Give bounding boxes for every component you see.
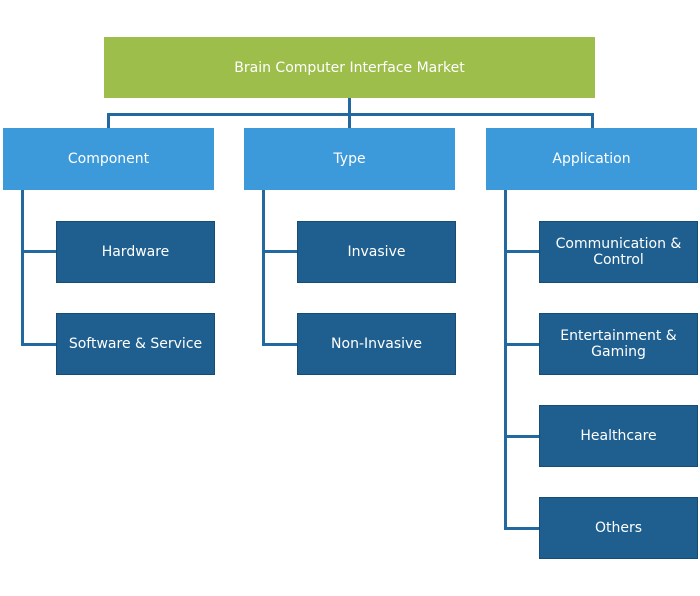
category-type: Type — [244, 128, 455, 190]
category-type-label: Type — [333, 151, 366, 167]
connector-component-trunk — [21, 190, 24, 346]
leaf-hardware-label: Hardware — [101, 244, 170, 260]
leaf-communication-control: Communication & Control — [539, 221, 698, 283]
connector-application-others — [504, 527, 540, 530]
connector-application-entertainment — [504, 343, 540, 346]
root-node-label: Brain Computer Interface Market — [234, 59, 465, 76]
connector-type-trunk — [262, 190, 265, 346]
category-component-label: Component — [67, 151, 150, 167]
connector-to-component — [107, 113, 110, 130]
root-node: Brain Computer Interface Market — [104, 37, 595, 98]
leaf-entertainment-gaming-label: Entertainment & Gaming — [560, 328, 677, 360]
leaf-healthcare-label: Healthcare — [580, 428, 657, 444]
leaf-invasive: Invasive — [297, 221, 456, 283]
connector-application-healthcare — [504, 435, 540, 438]
connector-to-type — [348, 113, 351, 130]
category-application-label: Application — [552, 151, 631, 167]
connector-type-invasive — [262, 250, 298, 253]
leaf-software-service-label: Software & Service — [68, 336, 203, 352]
leaf-hardware: Hardware — [56, 221, 215, 283]
leaf-non-invasive-label: Non-Invasive — [331, 336, 422, 352]
leaf-non-invasive: Non-Invasive — [297, 313, 456, 375]
connector-component-software — [21, 343, 57, 346]
connector-application-communication — [504, 250, 540, 253]
connector-component-hardware — [21, 250, 57, 253]
connector-type-non-invasive — [262, 343, 298, 346]
leaf-entertainment-gaming: Entertainment & Gaming — [539, 313, 698, 375]
category-component: Component — [3, 128, 214, 190]
leaf-communication-control-label: Communication & Control — [555, 236, 682, 268]
leaf-invasive-label: Invasive — [347, 244, 406, 260]
connector-to-application — [591, 113, 594, 130]
connector-application-trunk — [504, 190, 507, 530]
connector-root-down — [348, 98, 351, 124]
leaf-software-service: Software & Service — [56, 313, 215, 375]
leaf-healthcare: Healthcare — [539, 405, 698, 467]
leaf-others: Others — [539, 497, 698, 559]
leaf-others-label: Others — [594, 520, 643, 536]
category-application: Application — [486, 128, 697, 190]
